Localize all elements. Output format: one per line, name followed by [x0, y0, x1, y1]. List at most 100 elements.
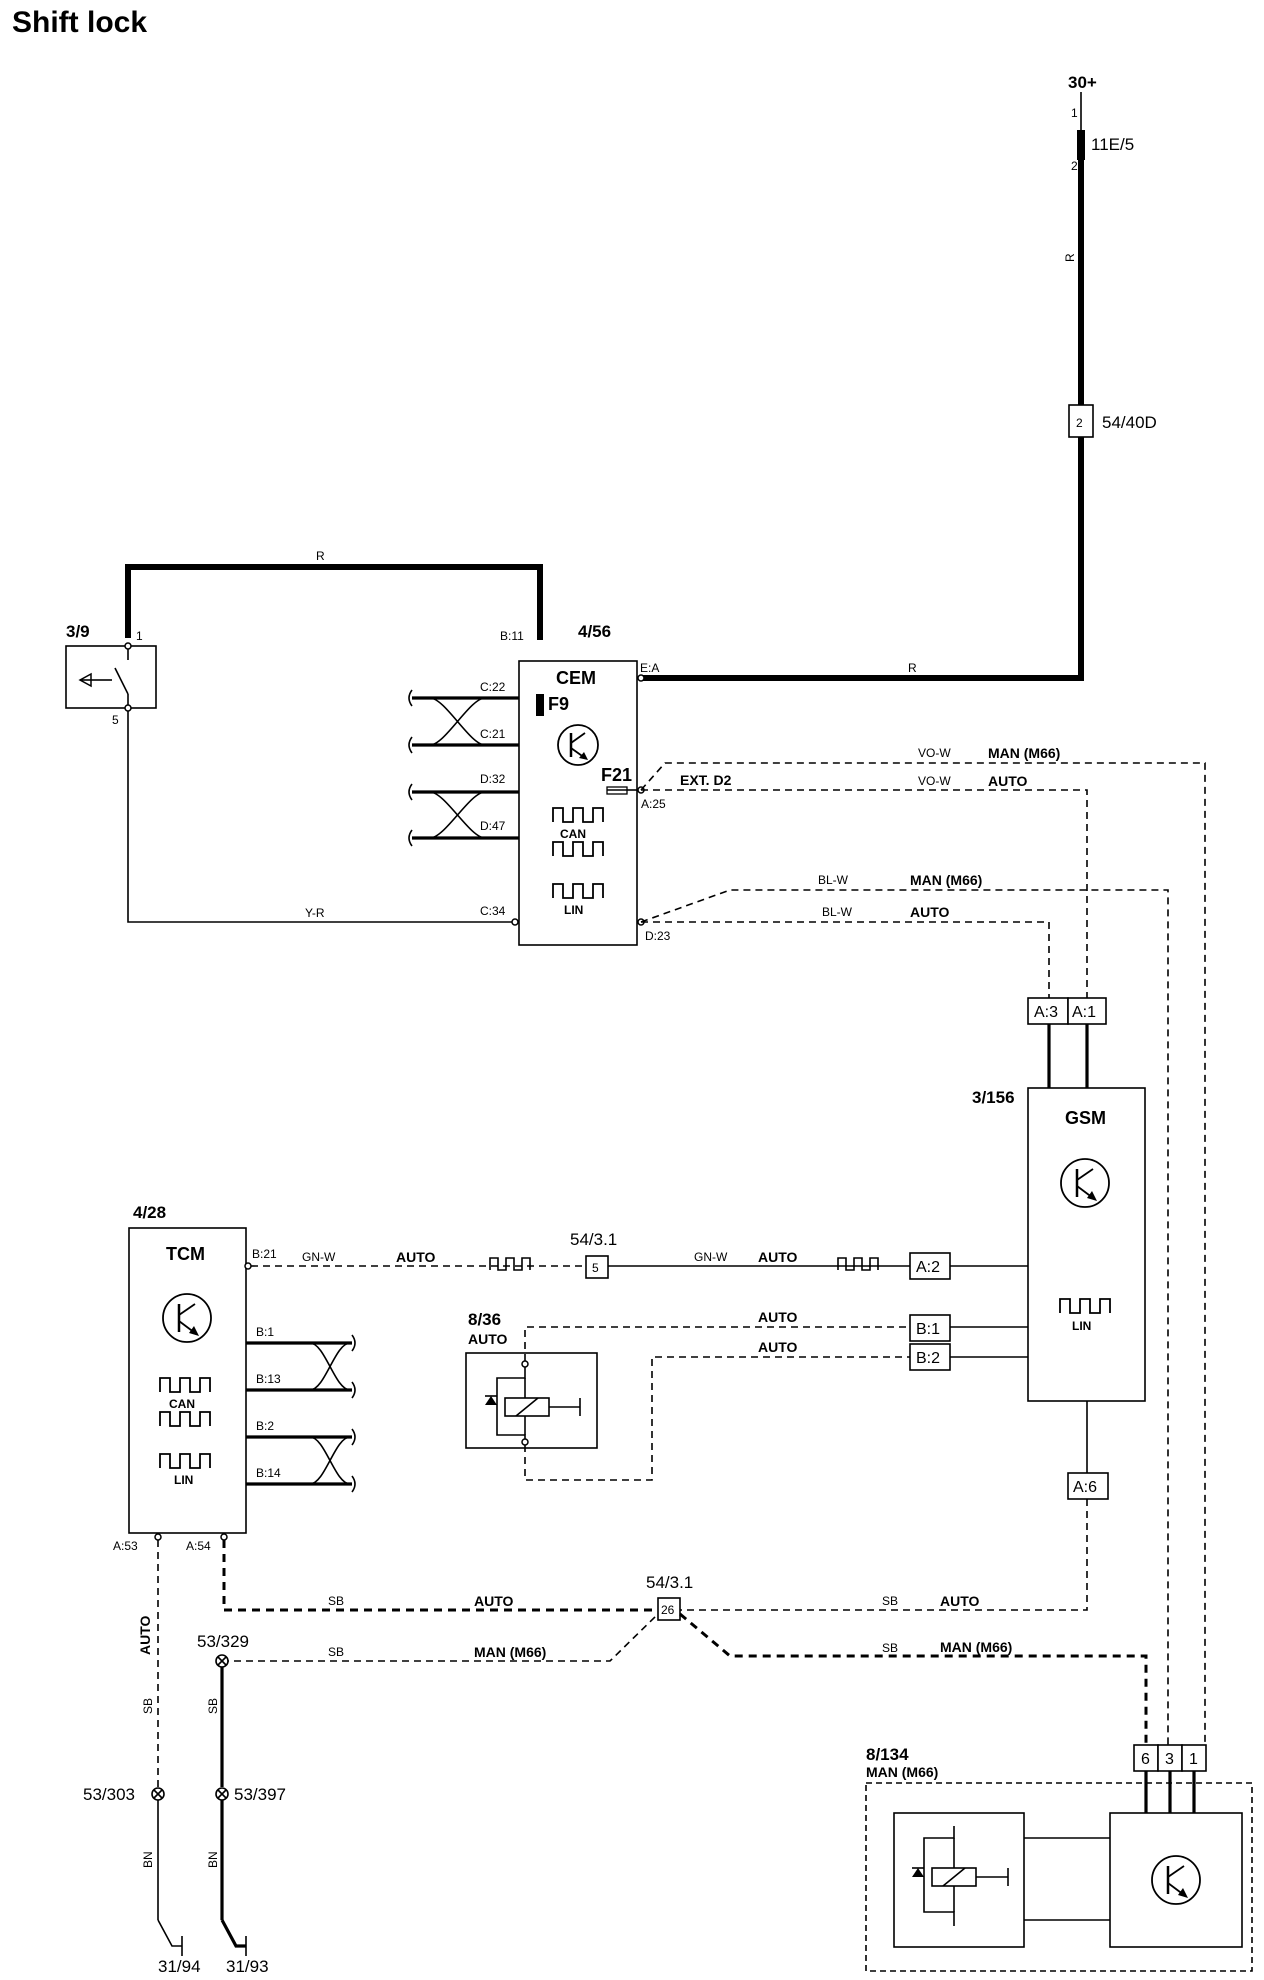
gsm-pin-a3: A:3	[1034, 1004, 1058, 1021]
fuse-11E-5-label: 11E/5	[1091, 135, 1134, 154]
tcm-name: TCM	[166, 1244, 205, 1264]
cem-pin-a25: A:25	[641, 797, 666, 811]
switch-pin-bottom: 5	[112, 713, 119, 727]
tag-man-m66-1: MAN (M66)	[988, 745, 1060, 761]
connector-54-3-1-label-1: 54/3.1	[570, 1230, 617, 1249]
cem-pin-d23: D:23	[645, 929, 671, 943]
module-8-134-control	[1109, 1812, 1243, 1948]
tcm-pin-b14: B:14	[256, 1466, 281, 1480]
cem-pin-c22: C:22	[480, 680, 506, 694]
wire-color-bl-w-1: BL-W	[818, 873, 849, 887]
diagram-title: Shift lock	[12, 6, 147, 39]
wire-color-bn-1: BN	[141, 1851, 155, 1868]
ground-53-329: 53/329 SB 53/397 BN 31/93	[197, 1632, 286, 1976]
wire-color-gn-w-2: GN-W	[694, 1250, 728, 1264]
tag-auto-vertical: AUTO	[137, 1615, 153, 1655]
wire-color-vo-w-1: VO-W	[918, 746, 951, 760]
relay-8-36: 8/36 AUTO	[465, 1310, 598, 1449]
tag-auto-1: AUTO	[988, 773, 1028, 789]
gsm-lin-wave	[1059, 1298, 1111, 1314]
tag-auto-2: AUTO	[910, 904, 950, 920]
tag-man-sb-2: MAN (M66)	[940, 1639, 1012, 1655]
connector-54-3-1-pin26: 54/3.1 26	[646, 1573, 693, 1621]
ground-53-397-label: 53/397	[234, 1785, 286, 1804]
tag-auto-sb-1: AUTO	[474, 1593, 514, 1609]
module-8-134-pin-6: 6	[1141, 1751, 1150, 1768]
tcm-lin-wave	[159, 1453, 211, 1469]
tcm-pin-b2: B:2	[256, 1419, 274, 1433]
ground-53-329-label: 53/329	[197, 1632, 249, 1651]
relay-8-36-diode-icon	[485, 1396, 497, 1405]
wire-color-y-r: Y-R	[305, 906, 325, 920]
gsm-pin-a6: A:6	[1073, 1479, 1097, 1496]
wire-color-r-cem: R	[908, 661, 917, 675]
supply-pin-bottom: 2	[1071, 159, 1078, 173]
tag-auto-sb-2: AUTO	[940, 1593, 980, 1609]
cem-can-wave-top	[552, 807, 604, 823]
cem-lin-wave	[552, 883, 604, 899]
ground-31-94-label: 31/94	[158, 1957, 201, 1976]
tag-auto-gn-1: AUTO	[396, 1249, 436, 1265]
relay-8-36-sub: AUTO	[468, 1331, 508, 1347]
tcm-pin-b21: B:21	[252, 1247, 277, 1261]
wire-color-vo-w-2: VO-W	[918, 774, 951, 788]
tcm-can-wave-top	[159, 1377, 211, 1393]
cem-can-label: CAN	[560, 827, 586, 841]
gsm-name: GSM	[1065, 1108, 1106, 1128]
cem-fuse-f9: F9	[548, 694, 569, 714]
cem-id: 4/56	[578, 622, 611, 641]
switch-pin-top: 1	[136, 629, 143, 643]
connector-54-40D: 2 54/40D	[1068, 404, 1157, 438]
module-8-134: 6 3 1 8/134 MAN (M66)	[865, 1744, 1253, 1972]
fuse-f9	[536, 694, 544, 716]
module-8-134-sub: MAN (M66)	[866, 1764, 938, 1780]
cem-name: CEM	[556, 668, 596, 688]
gsm-id: 3/156	[972, 1088, 1015, 1107]
tcm-lin-label: LIN	[174, 1473, 193, 1487]
supply-label: 30+	[1068, 73, 1097, 92]
gn-w-signal-wave-2	[837, 1257, 879, 1271]
tag-man-m66-2: MAN (M66)	[910, 872, 982, 888]
tag-auto-gn-2: AUTO	[758, 1249, 798, 1265]
module-8-134-id: 8/134	[866, 1745, 909, 1764]
fuse-11E-5	[1077, 130, 1085, 160]
tag-auto-b1: AUTO	[758, 1309, 798, 1325]
tag-man-sb-1: MAN (M66)	[474, 1644, 546, 1660]
cem-lin-label: LIN	[564, 903, 583, 917]
gsm-module: A:3 A:1 3/156 GSM LIN A:2 B:1 B:2 A:6	[909, 997, 1146, 1500]
wire-color-sb-4: SB	[882, 1641, 898, 1655]
cem-transistor-icon	[557, 724, 599, 766]
wire-color-sb-1: SB	[328, 1594, 344, 1608]
switch-3-9: 3/9 1 5	[65, 622, 157, 727]
ground-53-303-label: 53/303	[83, 1785, 135, 1804]
cem-pin-d47: D:47	[480, 819, 506, 833]
tcm-can-label: CAN	[169, 1397, 195, 1411]
tcm-module: 4/28 TCM CAN LIN B:21 B:1 B:13 B:2 B:14 …	[113, 1203, 281, 1553]
tcm-pin-b1: B:1	[256, 1325, 274, 1339]
tcm-can-bus	[246, 1334, 356, 1493]
gsm-pin-a1: A:1	[1072, 1004, 1096, 1021]
wire-color-sb-2: SB	[882, 1594, 898, 1608]
wire-color-gn-w-1: GN-W	[302, 1250, 336, 1264]
cem-module: 4/56 CEM B:11 E:A F9 F21 A:25 CAN LIN C:…	[480, 622, 671, 946]
wire-color-r-top: R	[316, 549, 325, 563]
cem-can-wave-bottom	[552, 841, 604, 857]
tcm-pin-a54: A:54	[186, 1539, 211, 1553]
cem-pin-ea: E:A	[640, 661, 659, 675]
gsm-pin-b1: B:1	[916, 1321, 940, 1338]
module-8-134-pin-3: 3	[1165, 1751, 1174, 1768]
ground-31-93-label: 31/93	[226, 1957, 269, 1976]
switch-contact	[114, 667, 129, 695]
connector-54-3-1-label-2: 54/3.1	[646, 1573, 693, 1592]
supply-pin-top: 1	[1071, 106, 1078, 120]
cem-pin-d32: D:32	[480, 772, 506, 786]
connector-54-40D-label: 54/40D	[1102, 413, 1157, 432]
wire-color-sb-v2: SB	[206, 1698, 220, 1714]
tcm-transistor-icon	[162, 1293, 212, 1343]
cem-ext-d2: EXT. D2	[680, 772, 732, 788]
cem-can-bus	[408, 689, 519, 847]
gsm-pin-a2: A:2	[916, 1259, 940, 1276]
wire-color-r-supply: R	[1063, 253, 1077, 262]
module-8-134-diode-icon	[912, 1868, 924, 1877]
